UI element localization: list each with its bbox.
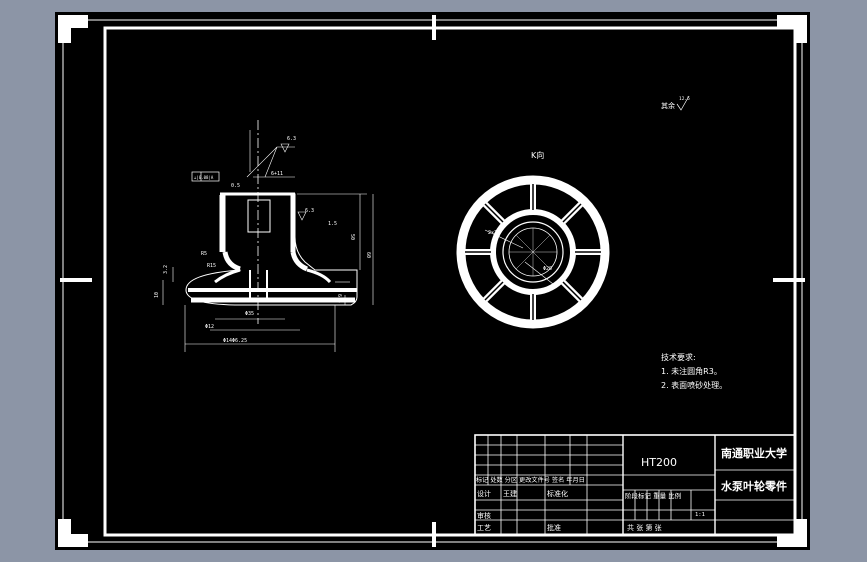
svg-text:Φ20: Φ20 xyxy=(543,266,552,272)
tech-requirements: 技术要求: 1. 未注圆角R3。 2. 表面喷砂处理。 xyxy=(661,352,727,390)
svg-text:Φ35: Φ35 xyxy=(245,311,254,317)
revision-header: 标记 处数 分区 更改文件号 签名 年月日 xyxy=(476,476,585,484)
svg-text:2×3: 2×3 xyxy=(488,230,497,236)
title-block xyxy=(474,434,796,536)
design-label: 设计 xyxy=(477,489,491,498)
roughness-value: 12.5 xyxy=(679,96,690,102)
drawing-sheet: 6.3 0.5 6+11 ⊥|0.08|A 6.3 1.5 50 60 6.3 … xyxy=(55,12,810,550)
svg-text:6+11: 6+11 xyxy=(271,171,283,177)
svg-text:3.2: 3.2 xyxy=(163,265,169,274)
svg-text:Φ14Φ6.25: Φ14Φ6.25 xyxy=(223,338,247,344)
scale-value: 1:1 xyxy=(695,512,705,518)
roughness-note: 其余 xyxy=(661,101,675,110)
craft-label: 工艺 xyxy=(477,524,491,532)
svg-text:6.3: 6.3 xyxy=(336,294,342,303)
approve-label: 批准 xyxy=(547,523,561,532)
svg-text:10: 10 xyxy=(154,292,160,298)
svg-text:R15: R15 xyxy=(207,263,216,269)
drawing-border xyxy=(103,26,797,537)
svg-text:6.3: 6.3 xyxy=(287,136,296,142)
cad-drawing: 6.3 0.5 6+11 ⊥|0.08|A 6.3 1.5 50 60 6.3 … xyxy=(58,15,807,547)
svg-text:50: 50 xyxy=(349,234,355,240)
svg-text:0.5: 0.5 xyxy=(231,183,240,189)
svg-text:60: 60 xyxy=(365,252,371,258)
k-view-dimension-labels: 2×3 Φ20 xyxy=(488,230,552,272)
svg-text:6.3: 6.3 xyxy=(305,208,314,214)
section-dimension-labels: 6.3 0.5 6+11 ⊥|0.08|A 6.3 1.5 50 60 6.3 … xyxy=(154,136,371,344)
school-name: 南通职业大学 xyxy=(721,446,787,460)
svg-text:⊥|0.08|A: ⊥|0.08|A xyxy=(194,175,214,180)
title-block-text: HT200 南通职业大学 水泵叶轮零件 标记 处数 分区 更改文件号 签名 年月… xyxy=(476,446,787,532)
svg-text:Φ12: Φ12 xyxy=(205,324,214,330)
svg-text:1.5: 1.5 xyxy=(328,221,337,227)
standardize-label: 标准化 xyxy=(547,489,568,498)
tech-item-2: 2. 表面喷砂处理。 xyxy=(661,380,727,390)
tech-title: 技术要求: xyxy=(661,352,696,362)
material: HT200 xyxy=(641,456,677,469)
view-label-k: K向 xyxy=(531,150,544,160)
tech-item-1: 1. 未注圆角R3。 xyxy=(661,366,722,376)
review-label: 审核 xyxy=(477,511,491,520)
designer-name: 王建 xyxy=(503,489,517,498)
part-name: 水泵叶轮零件 xyxy=(721,479,787,493)
sheet-count: 共 张 第 张 xyxy=(627,523,662,532)
roughness-icon xyxy=(676,95,690,111)
section-view xyxy=(162,120,374,352)
stage-header: 阶段标记 重量 比例 xyxy=(625,491,681,500)
svg-text:R5: R5 xyxy=(201,251,207,257)
k-view xyxy=(456,175,610,329)
